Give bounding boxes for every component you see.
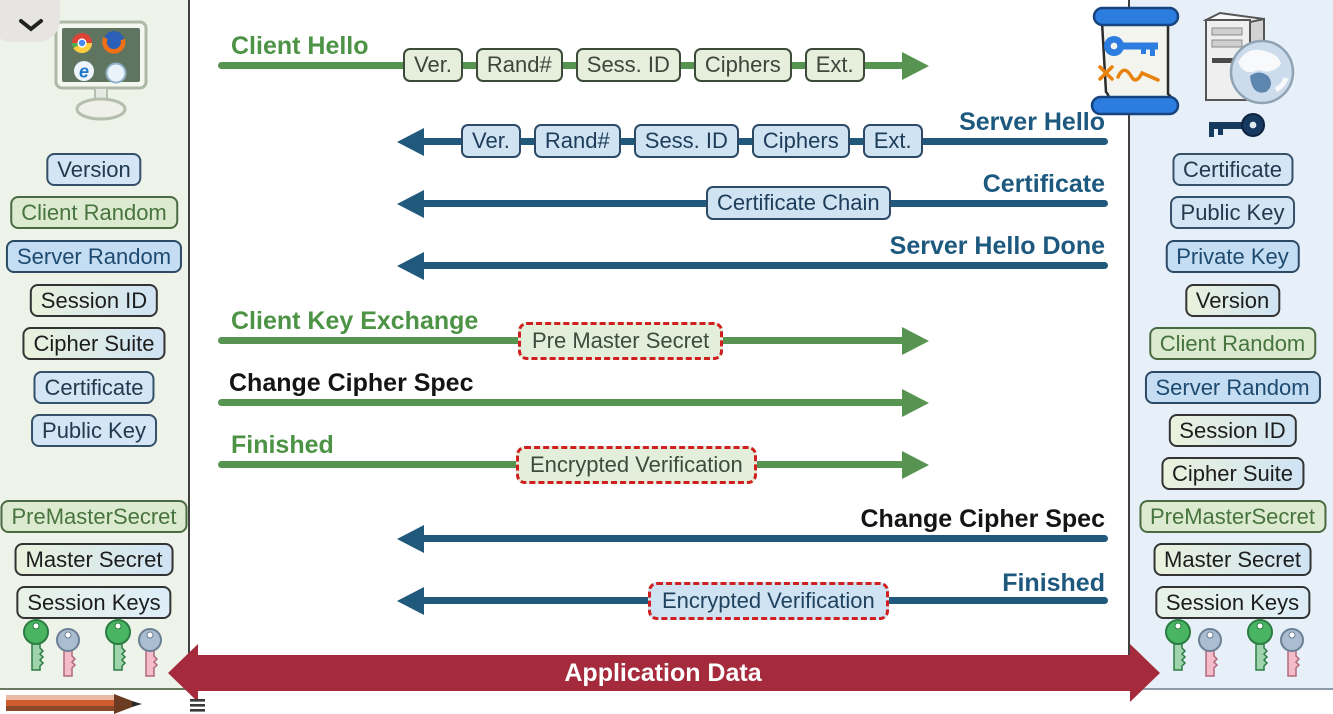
field-version: Ver.: [403, 48, 463, 82]
field-ciphers: Ciphers: [693, 48, 792, 82]
server-hello-done-arrow: [420, 262, 1108, 269]
arrowhead-right-icon: [902, 52, 929, 80]
client-state-cipher-suite: Cipher Suite: [22, 327, 166, 360]
arrowhead-left-icon: [397, 190, 424, 218]
client-hello-fields: Ver. Rand# Sess. ID Ciphers Ext.: [403, 48, 865, 82]
arrowhead-right-icon: [902, 327, 929, 355]
server-state-version: Version: [1184, 284, 1281, 317]
collapse-toolbar-button[interactable]: [0, 0, 60, 42]
server-state-certificate: Certificate: [1171, 153, 1294, 186]
arrowhead-left-icon: [397, 128, 424, 156]
server-state-session-id: Session ID: [1168, 414, 1297, 447]
client-state-session-id: Session ID: [29, 284, 159, 317]
chrome-icon: [71, 33, 93, 54]
change-cipher-spec-client-arrow: [218, 399, 908, 406]
server-state-client-random: Client Random: [1148, 327, 1317, 360]
certificate-scroll-icon: [1090, 6, 1180, 116]
field-session-id: Sess. ID: [575, 48, 681, 82]
server-state-session-keys: Session Keys: [1154, 586, 1311, 619]
client-state-public-key: Public Key: [31, 414, 157, 447]
server-session-keys-icon: [1165, 619, 1304, 677]
encrypted-verification-server-box: Encrypted Verification: [648, 582, 889, 620]
msg-label-client-key-exchange: Client Key Exchange: [231, 307, 479, 335]
server-tower-icon: [1202, 11, 1295, 105]
arrowhead-right-icon: [902, 451, 929, 479]
pencil-icon: [6, 694, 142, 714]
chevron-down-icon: [19, 19, 43, 32]
field-extensions: Ext.: [804, 48, 865, 82]
field-random: Rand#: [533, 124, 621, 158]
ie-icon: e: [74, 61, 94, 82]
client-state-premastersecret: PreMasterSecret: [0, 500, 188, 533]
application-data-arrow: Application Data: [196, 655, 1130, 691]
server-private-key-icon: [1209, 113, 1265, 137]
server-hello-fields: Ver. Rand# Sess. ID Ciphers Ext.: [461, 124, 923, 158]
change-cipher-spec-server-arrow: [420, 535, 1108, 542]
client-state-master-secret: Master Secret: [14, 543, 174, 576]
msg-label-finished-server: Finished: [1002, 569, 1105, 597]
client-state-session-keys: Session Keys: [16, 586, 172, 619]
msg-label-client-hello: Client Hello: [231, 32, 369, 60]
server-state-server-random: Server Random: [1144, 371, 1321, 404]
server-state-private-key: Private Key: [1165, 240, 1300, 273]
client-monitor-icon: e: [54, 20, 148, 121]
client-hello-arrow: [218, 62, 908, 69]
msg-label-server-hello: Server Hello: [959, 108, 1105, 136]
field-version: Ver.: [461, 124, 521, 158]
client-state-client-random: Client Random: [10, 196, 178, 229]
firefox-icon: [102, 31, 126, 54]
arrowhead-left-icon: [397, 587, 424, 615]
msg-label-change-cipher-spec-server: Change Cipher Spec: [860, 505, 1106, 533]
encrypted-verification-client-box: Encrypted Verification: [516, 446, 757, 484]
pre-master-secret-box: Pre Master Secret: [518, 322, 724, 360]
safari-icon: [105, 62, 127, 84]
msg-label-change-cipher-spec-client: Change Cipher Spec: [229, 369, 474, 397]
server-state-cipher-suite: Cipher Suite: [1160, 457, 1305, 490]
server-state-premastersecret: PreMasterSecret: [1138, 500, 1327, 533]
msg-label-certificate: Certificate: [982, 170, 1105, 198]
msg-label-server-hello-done: Server Hello Done: [889, 232, 1105, 260]
arrowhead-left-icon: [168, 644, 198, 702]
client-state-server-random: Server Random: [5, 240, 183, 273]
svg-text:e: e: [79, 62, 89, 82]
client-state-certificate: Certificate: [33, 371, 155, 404]
globe-icon: [1229, 39, 1295, 105]
field-ciphers: Ciphers: [751, 124, 850, 158]
client-state-version: Version: [46, 153, 142, 186]
menu-icon: [190, 699, 205, 712]
arrowhead-right-icon: [1130, 644, 1160, 702]
field-extensions: Ext.: [862, 124, 923, 158]
msg-label-finished-client: Finished: [231, 431, 334, 459]
arrowhead-right-icon: [902, 389, 929, 417]
client-session-keys-icon: [23, 619, 162, 677]
arrowhead-left-icon: [397, 252, 424, 280]
field-random: Rand#: [475, 48, 563, 82]
arrowhead-left-icon: [397, 525, 424, 553]
server-state-public-key: Public Key: [1169, 196, 1296, 229]
certificate-chain-box: Certificate Chain: [706, 186, 891, 220]
server-state-master-secret: Master Secret: [1153, 543, 1312, 576]
client-panel: e Version Client Random Server Random Se…: [0, 0, 190, 690]
server-panel: Certificate Public Key Private Key Versi…: [1128, 0, 1333, 690]
field-session-id: Sess. ID: [633, 124, 739, 158]
